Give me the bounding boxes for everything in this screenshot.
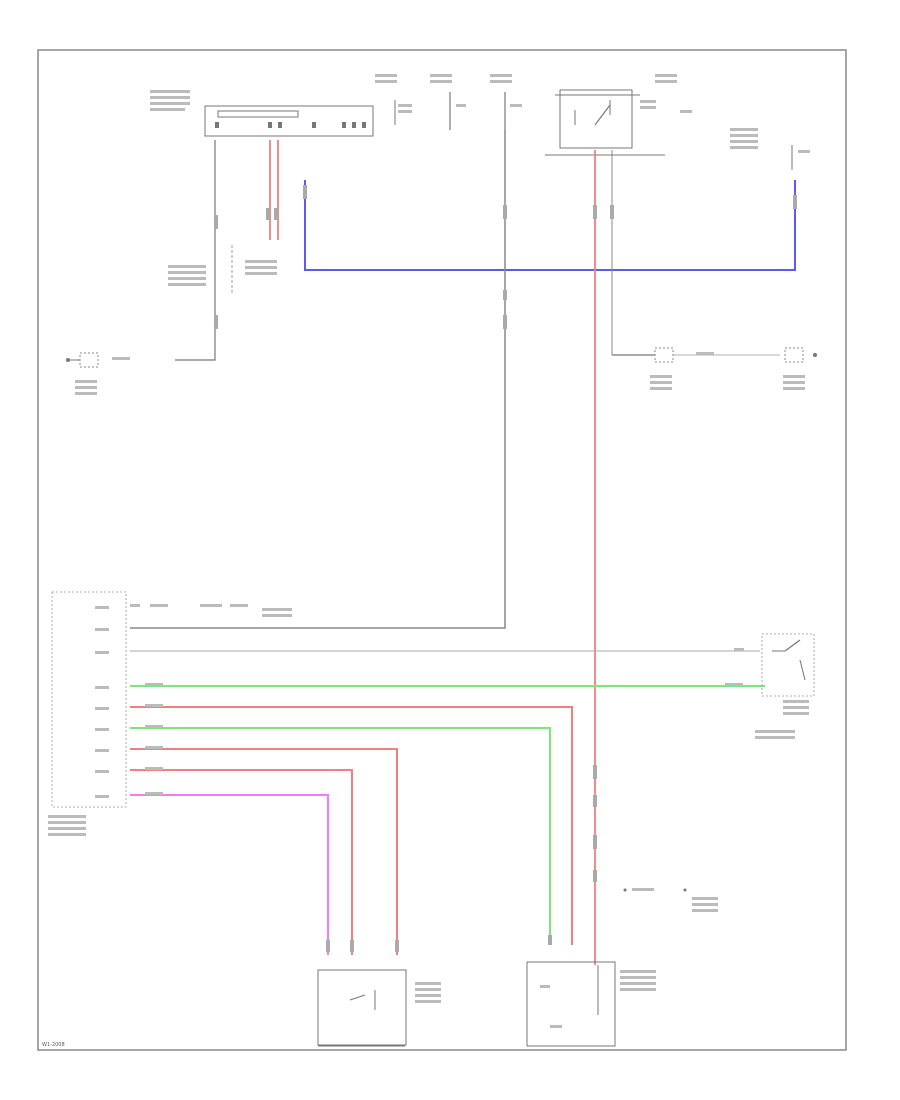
red-short-wire bbox=[266, 140, 279, 240]
red-main-wire bbox=[593, 150, 614, 965]
top-left-module bbox=[150, 90, 374, 137]
left-ground-harness bbox=[66, 140, 277, 395]
red-wire-4 bbox=[130, 767, 354, 955]
control-module bbox=[48, 591, 292, 836]
switch-icon bbox=[349, 990, 376, 1010]
magenta-wire bbox=[130, 792, 330, 955]
fuse-icon bbox=[394, 92, 522, 130]
bottom-right-ground-ref bbox=[623, 888, 718, 912]
relay-switch bbox=[545, 89, 692, 156]
actuator-box-left bbox=[317, 969, 441, 1047]
right-switch bbox=[755, 633, 815, 739]
diagram-frame bbox=[37, 49, 847, 1051]
gray-switch-wire bbox=[130, 648, 760, 652]
green-wire-2 bbox=[130, 725, 552, 945]
red-wire-2 bbox=[130, 704, 573, 945]
green-switch-wire bbox=[130, 683, 765, 687]
ground-icon bbox=[813, 353, 817, 357]
switch-icon bbox=[772, 639, 806, 681]
fuse-labels bbox=[375, 74, 677, 83]
blue-wire bbox=[303, 180, 797, 271]
right-grounds bbox=[612, 347, 817, 390]
switch-icon bbox=[574, 100, 611, 126]
ground-icon bbox=[66, 352, 99, 368]
connector-icon bbox=[215, 122, 366, 128]
diagram-code: W1-2008 bbox=[42, 1042, 65, 1048]
right-top-labels bbox=[730, 128, 810, 170]
actuator-box-right bbox=[526, 961, 656, 1047]
gray-signal-wire bbox=[130, 130, 507, 629]
red-wire-3 bbox=[130, 746, 399, 955]
